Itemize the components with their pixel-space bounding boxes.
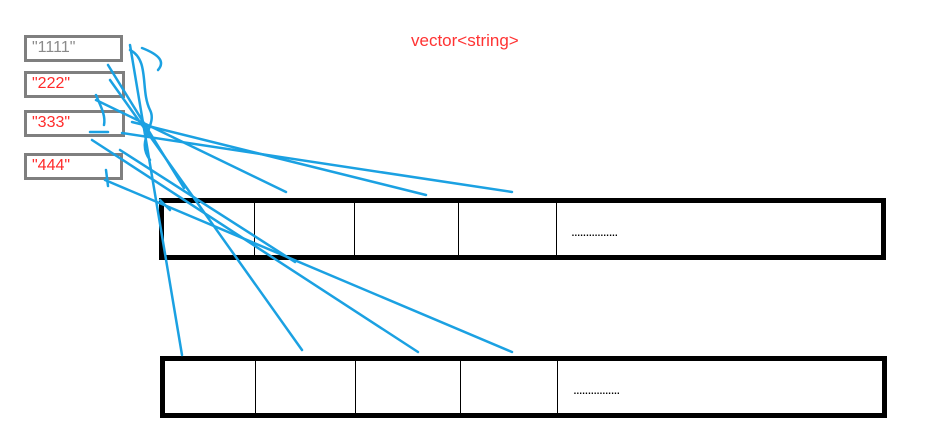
array-strip-top: ................ bbox=[159, 198, 886, 260]
array-cell-divider bbox=[354, 203, 355, 255]
array-strip-bottom: ................ bbox=[160, 356, 887, 418]
connector-line bbox=[120, 131, 514, 194]
array-cell-divider bbox=[255, 361, 256, 413]
string-box-222: "222" bbox=[24, 71, 125, 98]
string-box-1111: "1111" bbox=[24, 35, 123, 62]
string-label-222: "222" bbox=[32, 75, 71, 92]
array-cell-divider bbox=[460, 361, 461, 413]
array-cell-divider bbox=[254, 203, 255, 255]
string-label-444: "444" bbox=[32, 157, 71, 174]
array-cell-divider bbox=[556, 203, 557, 255]
string-box-333: "333" bbox=[24, 110, 125, 137]
array-ellipsis-bottom: ................ bbox=[573, 381, 620, 397]
diagram-title: vector<string> bbox=[411, 31, 519, 50]
string-label-333: "333" bbox=[32, 114, 71, 131]
connector-line bbox=[130, 120, 428, 197]
array-cell-divider bbox=[557, 361, 558, 413]
string-label-1111: "1111" bbox=[32, 39, 76, 56]
array-cell-divider bbox=[355, 361, 356, 413]
array-ellipsis-top: ................ bbox=[571, 223, 618, 239]
array-cell-divider bbox=[458, 203, 459, 255]
scribble-stroke bbox=[140, 46, 163, 72]
string-box-444: "444" bbox=[24, 153, 123, 180]
scribble-stroke bbox=[128, 48, 153, 162]
